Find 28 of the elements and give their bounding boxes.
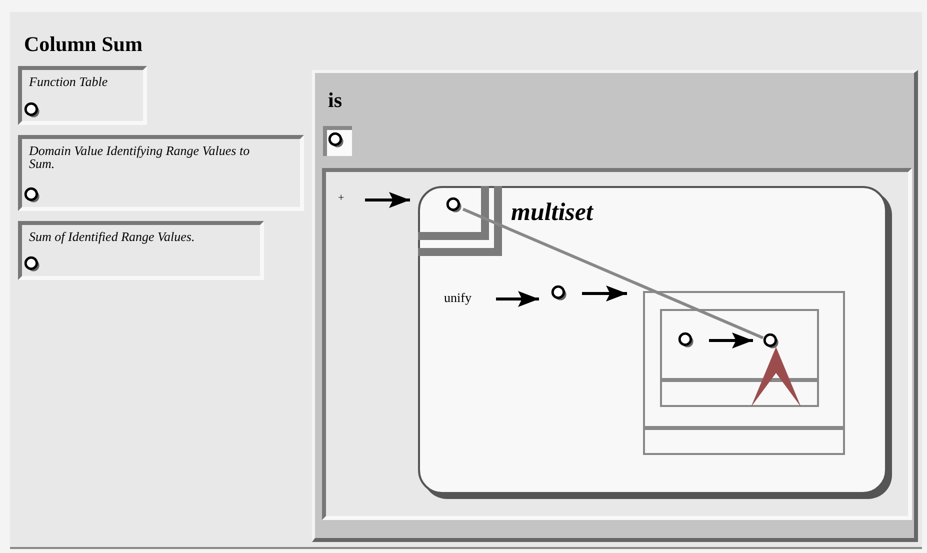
operation-name: multiset xyxy=(511,199,593,227)
terminal-circle xyxy=(24,256,41,273)
list-frame xyxy=(643,291,845,455)
arrow xyxy=(496,291,539,307)
input-description: Domain Value Identifying Range Values to Sum. xyxy=(29,144,251,170)
case-name: is xyxy=(328,88,342,113)
operation-label: + xyxy=(338,192,350,208)
arrow xyxy=(709,332,753,348)
case-body-frame xyxy=(322,168,912,520)
terminal-circle xyxy=(24,102,41,119)
arrow xyxy=(365,192,410,208)
operation-label: unify xyxy=(444,290,480,308)
frame-label: Column Sum xyxy=(24,32,142,57)
terminal-circle xyxy=(551,285,568,302)
input-panel xyxy=(18,135,304,211)
input-description: Function Table xyxy=(29,75,109,88)
terminal-circle xyxy=(678,332,695,349)
input-panel xyxy=(18,66,147,125)
arrow xyxy=(582,286,627,302)
input-panel xyxy=(18,221,264,280)
input-description: Sum of Identified Range Values. xyxy=(29,230,196,243)
diagram-frame xyxy=(10,12,922,549)
terminal-circle xyxy=(763,333,780,350)
case-panel xyxy=(312,70,918,542)
terminal-circle xyxy=(446,197,463,214)
terminal-circle xyxy=(24,187,41,204)
connector-line xyxy=(462,208,764,340)
list-frame xyxy=(660,309,819,407)
